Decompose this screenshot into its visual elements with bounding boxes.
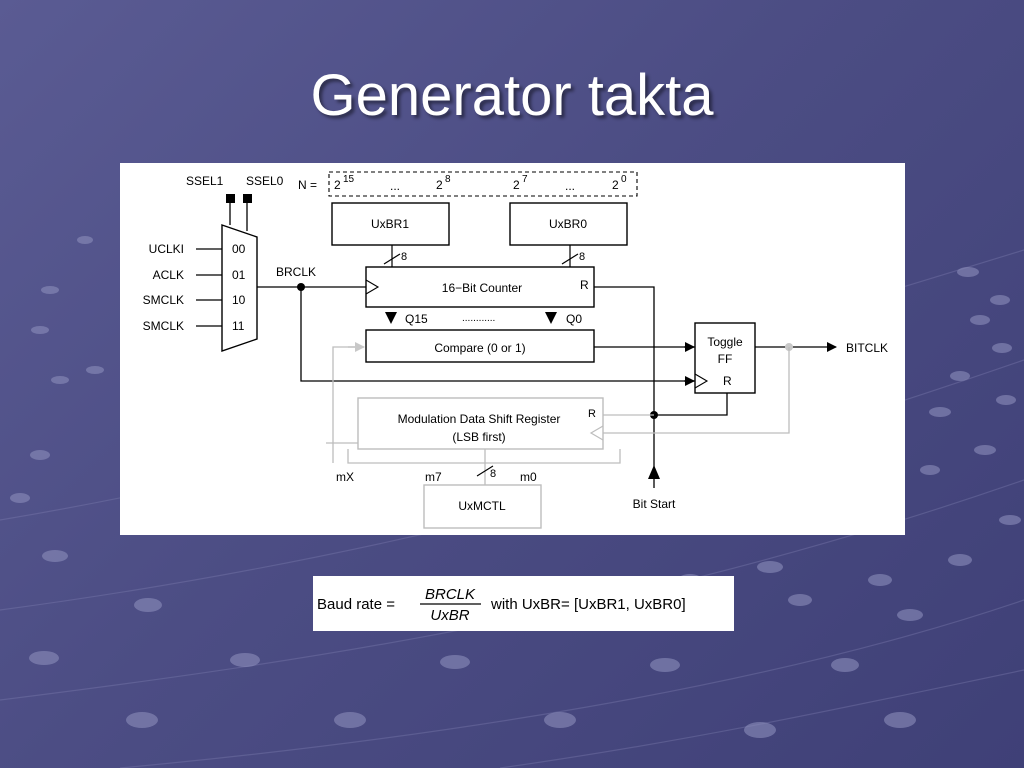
uxbr0-register [509, 202, 628, 246]
compare-label: Compare (0 or 1) [434, 341, 525, 355]
n-ellipsis: ... [390, 179, 400, 193]
slide-title: Generator takta [310, 63, 714, 128]
m7-label: m7 [425, 470, 442, 484]
baud-rate-formula: Baud rate = BRCLK UxBR with UxBR= [UxBR1… [313, 576, 734, 631]
bit-start-label: Bit Start [633, 497, 676, 511]
n-ellipsis: ... [565, 179, 575, 193]
bus-width-label: 8 [579, 251, 585, 263]
bus-width-label: 8 [401, 251, 407, 263]
formula-denominator: UxBR [430, 607, 469, 624]
n-term-base: 2 [513, 178, 520, 192]
ssel0-pin [243, 194, 252, 203]
ssel0-label: SSEL0 [246, 174, 284, 188]
uxmctl-register [423, 484, 542, 529]
mod-reset-label: R [588, 408, 596, 420]
toggle-ff-block [694, 322, 756, 394]
n-term-exp: 0 [621, 174, 627, 185]
modulation-shift-register [357, 397, 604, 450]
uxbr1-register [331, 202, 450, 246]
mod-register-sublabel: (LSB first) [452, 430, 505, 444]
ff-reset-label: R [723, 374, 732, 388]
q-dots: ............ [462, 313, 495, 324]
mod-register-label: Modulation Data Shift Register [398, 412, 561, 426]
input-label-smclk: SMCLK [143, 293, 184, 307]
input-label-aclk: ACLK [153, 268, 184, 282]
q15-label: Q15 [405, 312, 428, 326]
n-term-base: 2 [436, 178, 443, 192]
mx-label: mX [336, 470, 354, 484]
ssel1-label: SSEL1 [186, 174, 224, 188]
n-term-exp: 15 [343, 174, 355, 185]
n-term-exp: 8 [445, 174, 451, 185]
n-term-base: 2 [334, 178, 341, 192]
mux-code: 01 [232, 268, 246, 282]
n-term-exp: 7 [522, 174, 528, 185]
toggle-label: Toggle [707, 335, 743, 349]
mctl-bus-width: 8 [490, 468, 496, 480]
baud-generator-diagram: SSEL1 SSEL0 N = 2 15 ... 2 8 2 7 ... 2 0… [120, 163, 905, 535]
brclk-label: BRCLK [276, 265, 316, 279]
input-label-uclki: UCLKI [149, 242, 184, 256]
counter-reset-label: R [580, 278, 589, 292]
ff-label: FF [718, 352, 733, 366]
m0-label: m0 [520, 470, 537, 484]
input-label-smclk: SMCLK [143, 319, 184, 333]
n-term-base: 2 [612, 178, 619, 192]
mux-code: 11 [232, 319, 245, 333]
counter-label: 16−Bit Counter [442, 281, 522, 295]
bitclk-label: BITCLK [846, 341, 888, 355]
uxbr0-label: UxBR0 [549, 217, 587, 231]
uxmctl-label: UxMCTL [458, 499, 506, 513]
formula-lhs: Baud rate = [317, 596, 395, 613]
formula-numerator: BRCLK [425, 586, 476, 603]
compare-block [365, 329, 595, 363]
n-range-box [328, 171, 638, 197]
q0-label: Q0 [566, 312, 582, 326]
clock-mux [221, 224, 258, 352]
mux-code: 10 [232, 293, 246, 307]
formula-rhs: with UxBR= [UxBR1, UxBR0] [490, 596, 686, 613]
mux-code: 00 [232, 242, 246, 256]
n-equals-label: N = [298, 178, 317, 192]
uxbr1-label: UxBR1 [371, 217, 409, 231]
ssel1-pin [226, 194, 235, 203]
